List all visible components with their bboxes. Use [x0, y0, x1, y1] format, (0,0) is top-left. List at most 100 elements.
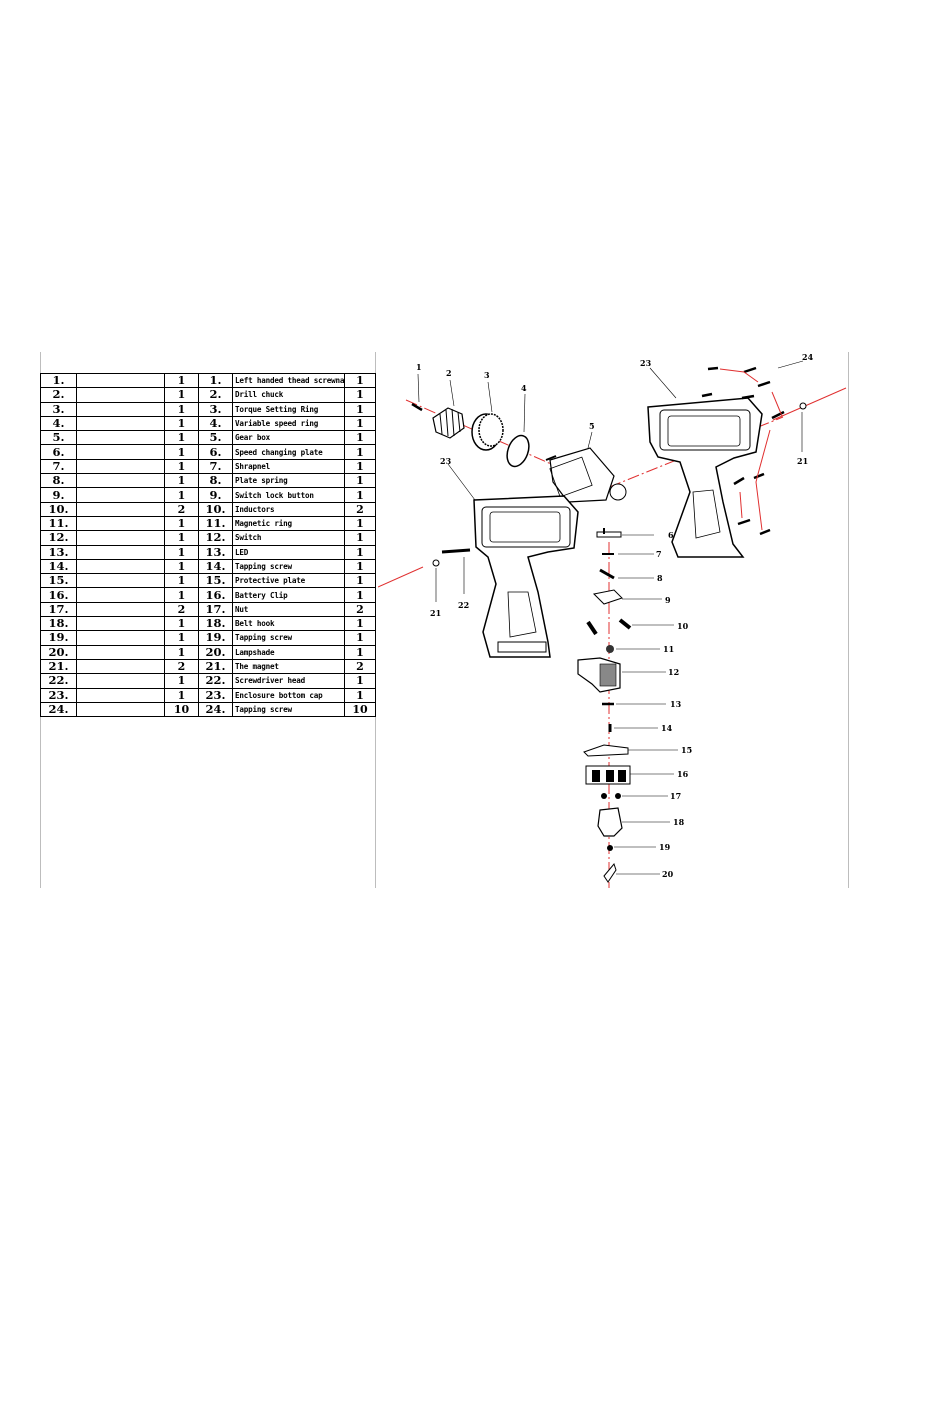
- part-name-cell: Variable speed ring: [232, 415, 345, 432]
- blank-cell: [76, 601, 165, 618]
- part-qty-cell: 1: [164, 515, 199, 532]
- part-qty-cell: 1: [164, 458, 199, 475]
- part-qty2-cell: 1: [344, 415, 376, 432]
- part-no-cell: 18.: [40, 616, 77, 632]
- part-qty2-cell: 1: [344, 573, 376, 589]
- part-qty-cell: 1: [164, 487, 199, 503]
- blank-cell: [76, 372, 165, 389]
- part-qty-cell: 1: [164, 401, 199, 417]
- part-qty-cell: 1: [164, 616, 199, 632]
- part-qty2-cell: 1: [344, 430, 376, 446]
- part-name-cell: Nut: [232, 601, 345, 618]
- part-name-cell: Lampshade: [232, 644, 345, 660]
- part-no2-cell: 22.: [198, 673, 233, 689]
- part-no2-cell: 13.: [198, 544, 233, 560]
- part-name-cell: Screwdriver head: [232, 673, 345, 689]
- blank-cell: [76, 701, 165, 718]
- part-qty-cell: 2: [164, 601, 199, 618]
- callout-15: 15: [681, 745, 692, 755]
- part-no2-cell: 24.: [198, 701, 233, 718]
- part-no2-cell: 3.: [198, 401, 233, 417]
- part-no2-cell: 4.: [198, 415, 233, 432]
- part-qty2-cell: 1: [344, 630, 376, 646]
- blank-cell: [76, 530, 165, 546]
- part-qty-cell: 1: [164, 415, 199, 432]
- part-name-cell: Gear box: [232, 430, 345, 446]
- part-qty-cell: 2: [164, 501, 199, 517]
- part-qty2-cell: 1: [344, 687, 376, 703]
- part-no-cell: 6.: [40, 444, 77, 460]
- part-qty2-cell: 1: [344, 387, 376, 403]
- part-qty-cell: 1: [164, 587, 199, 603]
- battery-clip-part: [585, 765, 631, 785]
- part-no-cell: 12.: [40, 530, 77, 546]
- part-no-cell: 17.: [40, 601, 77, 618]
- callout-8: 8: [657, 573, 663, 583]
- part-no-cell: 1.: [40, 372, 77, 389]
- blank-cell: [76, 458, 165, 475]
- part-qty-cell: 1: [164, 644, 199, 660]
- part-no-cell: 14.: [40, 558, 77, 575]
- protective-plate-part: [583, 744, 629, 757]
- blank-cell: [76, 544, 165, 560]
- blank-cell: [76, 573, 165, 589]
- part-no-cell: 7.: [40, 458, 77, 475]
- part-no-cell: 11.: [40, 515, 77, 532]
- blank-cell: [76, 387, 165, 403]
- part-qty2-cell: 1: [344, 558, 376, 575]
- part-no2-cell: 5.: [198, 430, 233, 446]
- part-no2-cell: 20.: [198, 644, 233, 660]
- blank-cell: [76, 644, 165, 660]
- part-qty-cell: 1: [164, 673, 199, 689]
- blank-cell: [76, 415, 165, 432]
- part-no2-cell: 9.: [198, 487, 233, 503]
- callout-20: 20: [662, 869, 674, 879]
- part-qty2-cell: 1: [344, 587, 376, 603]
- part-name-cell: Switch: [232, 530, 345, 546]
- part-no2-cell: 6.: [198, 444, 233, 460]
- part-qty2-cell: 1: [344, 644, 376, 660]
- housing-right-part: [647, 397, 763, 558]
- callout-labels: 1 2 3 4 5 23 23 24 21 21 22 6 7 8 9 10 1…: [416, 352, 814, 879]
- blank-cell: [76, 658, 165, 675]
- part-qty2-cell: 1: [344, 673, 376, 689]
- part-no2-cell: 18.: [198, 616, 233, 632]
- callout-11: 11: [663, 644, 674, 654]
- blank-cell: [76, 558, 165, 575]
- callout-14: 14: [661, 723, 673, 733]
- callout-23-right: 23: [640, 358, 652, 368]
- callout-13: 13: [670, 699, 682, 709]
- callout-12: 12: [668, 667, 679, 677]
- screwnail-part: [411, 402, 423, 412]
- blank-cell: [76, 616, 165, 632]
- part-name-cell: The magnet: [232, 658, 345, 675]
- middle-frame-line: [375, 352, 376, 888]
- part-qty-cell: 10: [164, 701, 199, 718]
- part-qty2-cell: 2: [344, 601, 376, 618]
- belt-hook-part: [597, 807, 623, 837]
- blank-cell: [76, 673, 165, 689]
- part-qty2-cell: 1: [344, 515, 376, 532]
- part-no2-cell: 19.: [198, 630, 233, 646]
- part-no2-cell: 7.: [198, 458, 233, 475]
- part-qty-cell: 1: [164, 387, 199, 403]
- plate-spring-part: [599, 568, 615, 580]
- part-no2-cell: 1.: [198, 372, 233, 389]
- callout-9: 9: [665, 595, 671, 605]
- part-qty2-cell: 1: [344, 372, 376, 389]
- callout-18: 18: [673, 817, 685, 827]
